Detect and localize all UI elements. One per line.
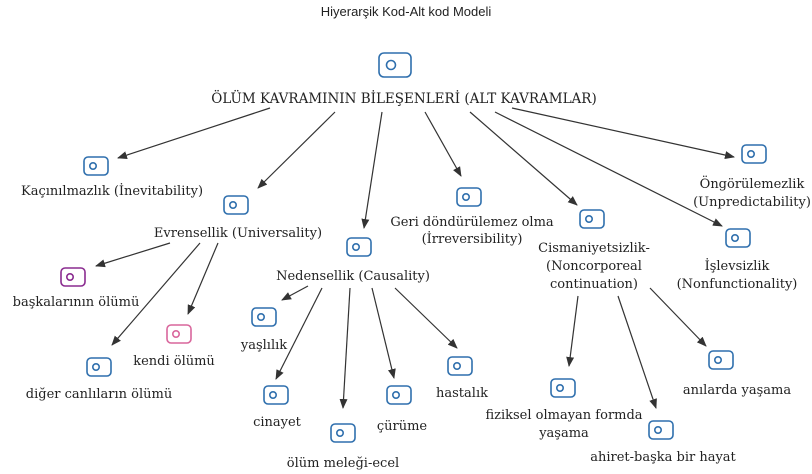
cismaniyet-label-line1: Cismaniyetsizlik- — [538, 241, 650, 256]
edge-nedensellik-olum-melegi — [339, 287, 351, 409]
nedensellik-code-icon — [346, 237, 372, 257]
hastalik-label: hastalık — [436, 386, 488, 401]
edge-cismaniyet-anilarda — [649, 287, 707, 347]
kendi-code-icon — [166, 324, 192, 344]
cismaniyet-label-line2: (Noncorporeal — [546, 259, 642, 274]
baskalarinin-code-icon — [60, 267, 86, 287]
ahiret-code-icon — [648, 420, 674, 440]
islevsizlik-label-line2: (Nonfunctionality) — [677, 277, 798, 292]
kacinilmazlik-label: Kaçınılmazlık (İnevitability) — [21, 182, 203, 199]
kacinilmazlik-code-icon — [83, 156, 109, 176]
geri-code-icon — [456, 187, 482, 207]
edge-root-nedensellik — [361, 111, 383, 229]
cismaniyet-code-icon — [579, 209, 605, 229]
labels: ÖLÜM KAVRAMININ BİLEŞENLERİ (ALT KAVRAML… — [13, 90, 811, 471]
edge-root-islevsizlik — [494, 111, 723, 227]
fiziksel-label-line1: fiziksel olmayan formda — [485, 408, 642, 423]
edge-cismaniyet-fiziksel — [566, 295, 579, 367]
edge-nedensellik-curume — [371, 287, 396, 379]
edge-nedensellik-cinayet — [275, 287, 323, 380]
root-label: ÖLÜM KAVRAMININ BİLEŞENLERİ (ALT KAVRAML… — [211, 90, 597, 107]
diger-code-icon — [86, 357, 112, 377]
islevsizlik-label-line1: İşlevsizlik — [705, 257, 770, 274]
anilarda-code-icon — [708, 350, 734, 370]
code-icons — [60, 52, 767, 443]
edge-root-evrensellik — [257, 111, 336, 189]
edge-nedensellik-hastalik — [394, 287, 458, 349]
edge-root-ongorulemezlik — [511, 107, 735, 159]
edges — [95, 107, 735, 409]
yaslilik-code-icon — [251, 307, 277, 327]
curume-label: çürüme — [377, 419, 428, 434]
yaslilik-label: yaşlılık — [240, 338, 287, 353]
ongorulemezlik-label-line1: Öngörülemezlik — [700, 175, 805, 192]
fiziksel-code-icon — [550, 378, 576, 398]
olum-melegi-code-icon — [330, 423, 356, 443]
diger-label: diğer canlıların ölümü — [26, 387, 172, 402]
geri-label-line2: (İrreversibility) — [422, 230, 523, 247]
ongorulemezlik-label-line2: (Unpredictability) — [693, 195, 811, 210]
evrensellik-label: Evrensellik (Universality) — [154, 226, 322, 241]
baskalarinin-label: başkalarının ölümü — [13, 295, 140, 310]
edge-root-geri — [424, 111, 462, 177]
hastalik-code-icon — [447, 356, 473, 376]
cinayet-label: cinayet — [253, 415, 302, 430]
kendi-label: kendi ölümü — [133, 354, 215, 369]
edge-root-kacinilmazlik — [117, 107, 271, 159]
cismaniyet-label-line3: continuation) — [550, 277, 638, 292]
edge-evrensellik-kendi — [187, 242, 219, 315]
diagram-title: Hiyerarşik Kod-Alt kod Modeli — [321, 4, 492, 19]
ahiret-label: ahiret-başka bir hayat — [590, 450, 736, 465]
evrensellik-code-icon — [223, 195, 249, 215]
ongorulemezlik-code-icon — [741, 144, 767, 164]
curume-code-icon — [386, 385, 412, 405]
nedensellik-label: Nedensellik (Causality) — [276, 269, 430, 284]
edge-evrensellik-diger — [111, 242, 201, 346]
anilarda-label: anılarda yaşama — [683, 383, 791, 398]
root-code-icon — [378, 52, 412, 78]
edge-root-cismaniyet — [469, 111, 578, 206]
edge-evrensellik-baskalarinin — [95, 242, 171, 268]
islevsizlik-code-icon — [725, 228, 751, 248]
olum-melegi-label: ölüm meleği-ecel — [287, 456, 399, 471]
edge-cismaniyet-ahiret — [617, 295, 657, 409]
edge-nedensellik-yaslilik — [281, 285, 309, 301]
cinayet-code-icon — [263, 385, 289, 405]
geri-label-line1: Geri döndürülemez olma — [390, 215, 554, 230]
fiziksel-label-line2: yaşama — [538, 426, 589, 441]
